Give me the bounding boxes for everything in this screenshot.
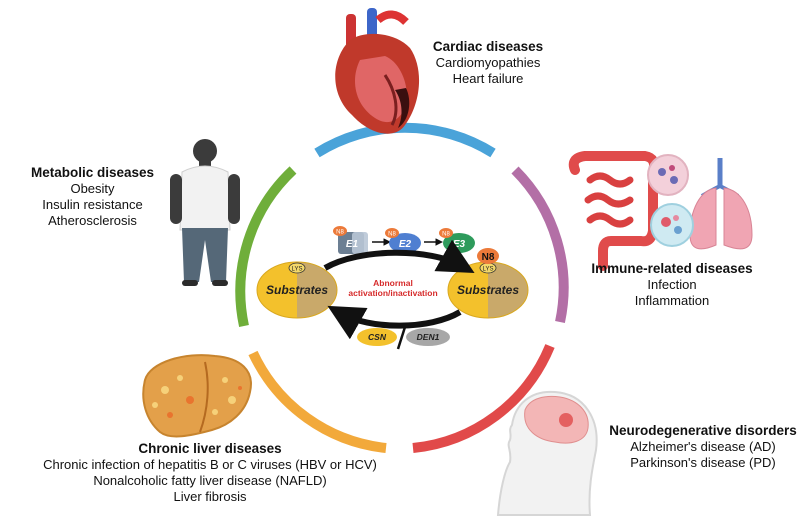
cardiac-diseases-block: Cardiac diseases Cardiomyopathies Heart … xyxy=(418,39,558,87)
ring-segment-cardiac xyxy=(314,122,496,158)
e2-n8-label: N8 xyxy=(388,232,396,238)
activation-arrow xyxy=(323,239,475,274)
ring-segment-neuro xyxy=(412,344,555,453)
den1-shape xyxy=(406,328,450,346)
substrate-left-label: Substrates xyxy=(266,283,328,297)
substrate-right-label: Substrates xyxy=(457,283,519,297)
immune-title: Immune-related diseases xyxy=(591,261,753,276)
e1-label: E1 xyxy=(346,239,359,250)
enzyme-cascade: E1 N8 E2 N8 E3 N8 xyxy=(333,226,475,254)
liver-icon xyxy=(142,354,252,438)
metabolic-title: Metabolic diseases xyxy=(30,165,155,180)
liver-item: Liver fibrosis xyxy=(173,489,247,504)
intestine-lungs-icon xyxy=(568,151,753,271)
e2-shape xyxy=(389,233,421,253)
e3-label: E3 xyxy=(453,239,466,250)
substrate-right: Substrates LYS N8 xyxy=(447,248,529,319)
substrate-left: Substrates LYS xyxy=(256,261,338,319)
ring-segment-liver xyxy=(248,350,387,453)
ring-segment-metabolic xyxy=(235,166,297,328)
arrow-label-line2: activation/inactivation xyxy=(348,288,437,298)
metabolic-item: Insulin resistance xyxy=(42,197,143,212)
lys-left-label: LYS xyxy=(292,267,303,273)
n8-badge-label: N8 xyxy=(482,252,495,263)
heart-icon xyxy=(335,8,420,134)
cardiac-title: Cardiac diseases xyxy=(432,39,544,54)
csn-label: CSN xyxy=(368,332,387,342)
liver-title: Chronic liver diseases xyxy=(138,441,282,456)
csn-den1-separator xyxy=(396,326,407,350)
neurodegenerative-disorders-block: Neurodegenerative disorders Alzheimer's … xyxy=(598,423,808,471)
liver-item: Chronic infection of hepatitis B or C vi… xyxy=(43,457,377,472)
metabolic-item: Obesity xyxy=(70,181,115,196)
neuro-item: Alzheimer's disease (AD) xyxy=(630,439,776,454)
ring-segment-immune xyxy=(511,166,569,324)
cardiac-item: Heart failure xyxy=(452,71,524,86)
n8-badge xyxy=(477,248,499,264)
e1-n8-label: N8 xyxy=(336,230,344,236)
neuro-item: Parkinson's disease (PD) xyxy=(630,455,776,470)
lys-right-label: LYS xyxy=(483,267,494,273)
liver-item: Nonalcoholic fatty liver disease (NAFLD) xyxy=(93,473,327,488)
neuro-title: Neurodegenerative disorders xyxy=(609,423,797,438)
liver-diseases-block: Chronic liver diseases Chronic infection… xyxy=(10,441,410,505)
arrow-label-line1: Abnormal xyxy=(373,278,413,288)
e3-n8-label: N8 xyxy=(442,232,450,238)
cardiac-item: Cardiomyopathies xyxy=(435,55,541,70)
disease-ring xyxy=(235,122,569,453)
metabolic-diseases-block: Metabolic diseases Obesity Insulin resis… xyxy=(20,165,165,229)
e2-label: E2 xyxy=(399,239,412,250)
csn-shape xyxy=(357,328,397,346)
immune-item: Inflammation xyxy=(634,293,710,308)
deactivation-arrow xyxy=(327,305,462,340)
immune-item: Infection xyxy=(647,277,697,292)
deneddylases: CSN DEN1 xyxy=(357,326,450,350)
immune-diseases-block: Immune-related diseases Infection Inflam… xyxy=(572,261,772,309)
metabolic-item: Atherosclerosis xyxy=(48,213,137,228)
den1-label: DEN1 xyxy=(417,332,440,342)
person-icon xyxy=(170,139,240,286)
brain-head-icon xyxy=(496,390,598,516)
